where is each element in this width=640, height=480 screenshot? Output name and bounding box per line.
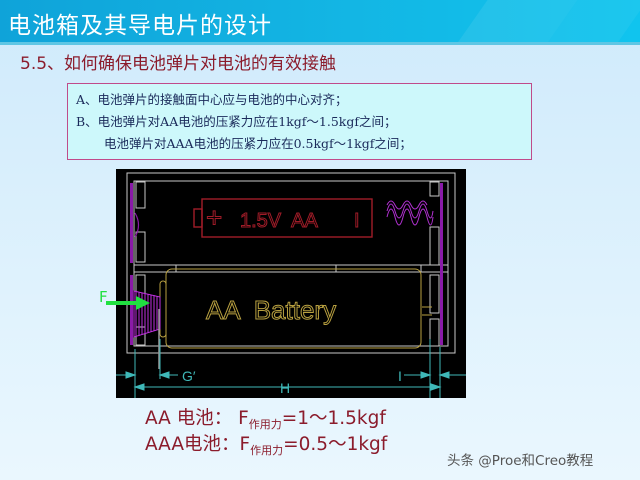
dimension-i-label: I [398, 368, 402, 384]
minus-terminal-mark: I [354, 210, 360, 232]
top-battery-label: 1.5V AA [240, 210, 318, 232]
dimension-lines [116, 339, 466, 398]
battery-box-diagram: + 1.5V AA I AA Battery [116, 169, 466, 398]
contact-curve [134, 212, 140, 238]
rule-a: A、电池弹片的接触面中心应与电池的中心对齐； [76, 92, 348, 107]
page-title: 电池箱及其导电片的设计 [8, 13, 272, 39]
formula-aa-subscript: 作用力 [248, 418, 282, 431]
force-label: F [99, 288, 108, 306]
plus-terminal-symbol: + [206, 202, 222, 233]
top-battery [193, 198, 373, 238]
bottom-battery-label: AA Battery [206, 295, 336, 325]
rule-b-aa: B、电池弹片对AA电池的压紧力应在1kgf～1.5kgf之间； [76, 114, 397, 129]
watermark: 头条 @Proe和Creo教程 [447, 453, 594, 469]
formula-aaa-subscript: 作用力 [250, 444, 284, 457]
section-subtitle: 5.5、如何确保电池弹片对电池的有效接触 [20, 54, 337, 74]
formula-aaa-value: =0.5～1kgf [283, 434, 388, 455]
header-divider [0, 42, 640, 45]
formula-aa-value: =1～1.5kgf [281, 408, 386, 429]
rules-box: A、电池弹片的接触面中心应与电池的中心对齐； B、电池弹片对AA电池的压紧力应在… [67, 83, 532, 160]
formula-aaa-prefix: AAA电池：F [145, 434, 251, 455]
dimension-g-label: G′ [182, 368, 196, 384]
formula-aa-prefix: AA 电池： F [145, 408, 249, 429]
formula-aa: AA 电池： F作用力=1～1.5kgf [145, 404, 386, 432]
force-arrow-icon [106, 296, 150, 310]
rule-b-aaa: 电池弹片对AAA电池的压紧力应在0.5kgf～1kgf之间； [104, 136, 412, 151]
title-banner: 电池箱及其导电片的设计 [0, 0, 640, 42]
contact-plates [130, 183, 443, 345]
housing-frame [126, 172, 456, 354]
dimension-h-label: H [280, 380, 290, 396]
coil-spring-icon [386, 200, 434, 226]
formula-aaa: AAA电池：F作用力=0.5～1kgf [145, 430, 387, 458]
